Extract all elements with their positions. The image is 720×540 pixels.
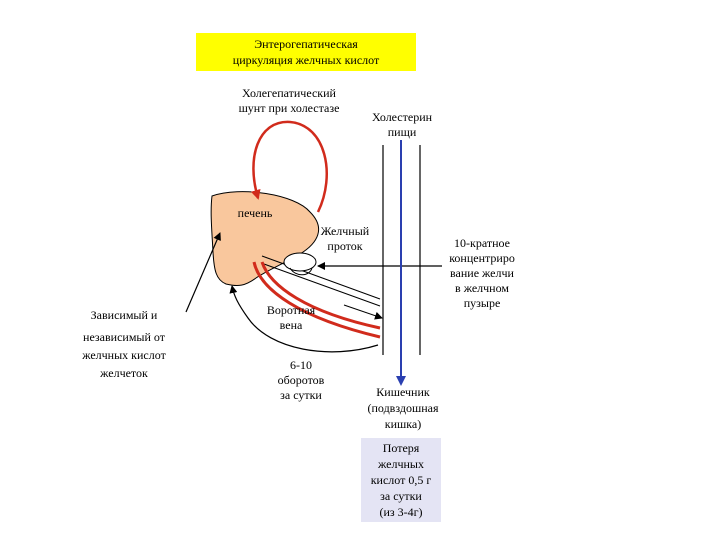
liver-label: печень bbox=[237, 206, 273, 220]
concentration-label: 10-кратное концентриро вание желчи в жел… bbox=[449, 236, 515, 310]
title-box: Энтерогепатическая циркуляция желчных ки… bbox=[196, 33, 416, 71]
title-line-2: циркуляция желчных кислот bbox=[232, 53, 380, 67]
title-line-1: Энтерогепатическая bbox=[254, 37, 358, 51]
transport-arrow bbox=[185, 232, 221, 313]
bile-duct-tube bbox=[261, 255, 381, 307]
bile-to-intestine-arrow bbox=[343, 304, 383, 320]
bile-duct-label: Желчный проток bbox=[320, 224, 370, 253]
shunt-loop-arrow bbox=[250, 120, 328, 213]
liver-shape bbox=[210, 191, 320, 287]
portal-vein-label: Воротная вена bbox=[266, 303, 316, 332]
portal-vein-line-2 bbox=[260, 261, 381, 330]
cycles-label: 6-10 оборотов за сутки bbox=[277, 358, 325, 402]
gallbladder bbox=[283, 252, 317, 272]
transport-label: Зависимый и независимый от желчных кисло… bbox=[82, 308, 166, 380]
bile-acid-loss-box: Потеря желчных кислот 0,5 г за сутки (из… bbox=[361, 438, 441, 522]
gallbladder-lobe bbox=[289, 267, 313, 276]
intestine-label: Кишечник (подвздошная кишка) bbox=[367, 385, 439, 431]
shunt-label: Холегепатический шунт при холестазе bbox=[238, 86, 340, 115]
return-to-liver-arrow bbox=[229, 285, 379, 353]
portal-vein-line-1 bbox=[252, 261, 381, 339]
dietary-cholesterol-label: Холестерин пищи bbox=[371, 110, 433, 139]
